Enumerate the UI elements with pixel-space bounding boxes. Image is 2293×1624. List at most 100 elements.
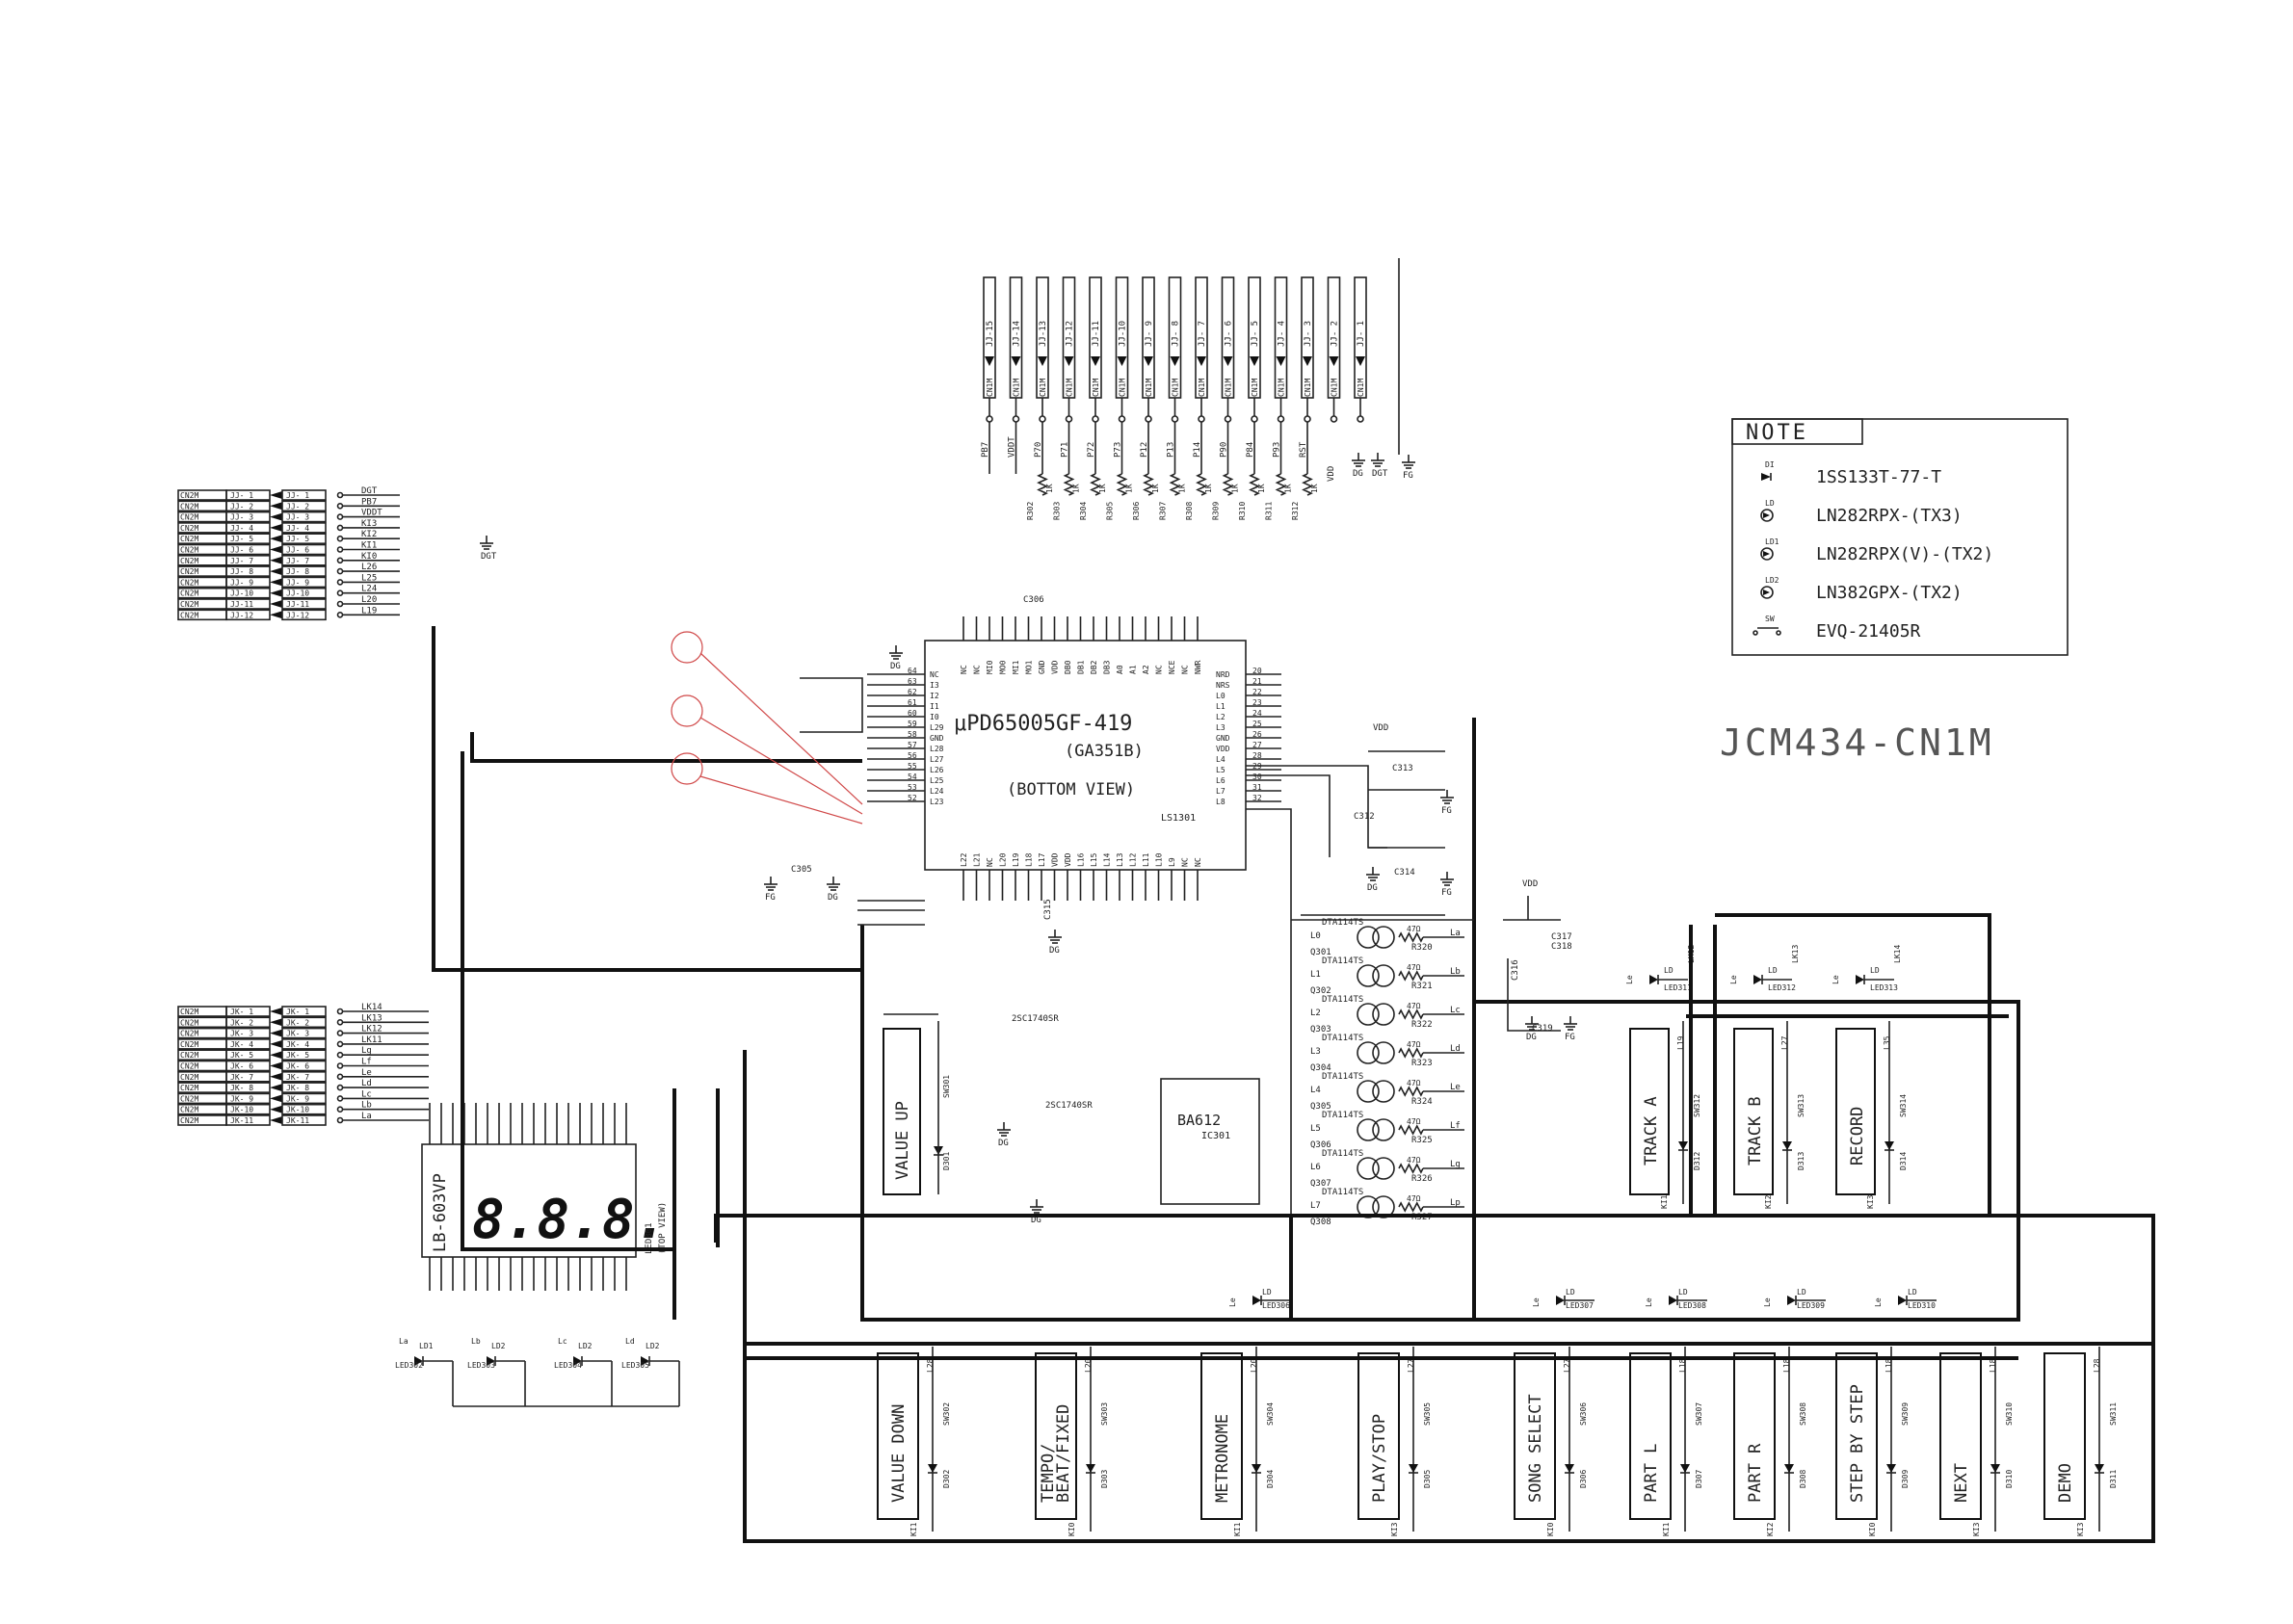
ic-pin-name: NC <box>1181 857 1190 867</box>
ic-pin-number: 30 <box>1252 773 1262 781</box>
cn-pin-label: JK- 8 <box>286 1084 309 1092</box>
ic-pin-number: 63 <box>908 677 917 686</box>
top-signal-label: P72 <box>1087 442 1096 458</box>
connector-prefix: CN2M <box>180 524 198 533</box>
ic-pin-name: L12 <box>1129 852 1138 867</box>
ic-pin-name: NRD <box>1216 670 1230 679</box>
top-pin-label: JJ-10 <box>1119 321 1128 347</box>
main-ic-ref: LS1301 <box>1161 813 1196 824</box>
switch-ref: SW310 <box>2005 1402 2014 1426</box>
ic-pin-name: L29 <box>930 723 944 732</box>
cn-pin-label: JJ- 7 <box>230 557 253 565</box>
bottom-button-label: NEXT <box>1952 1463 1971 1503</box>
resistor-icon <box>1398 1124 1424 1136</box>
ic-pin-name: A1 <box>1129 665 1138 674</box>
ic-pin-number: 22 <box>1252 688 1262 696</box>
led-ref: LED312 <box>1768 983 1796 992</box>
top-signal-label: P73 <box>1114 442 1123 458</box>
led-ref: LED305 <box>621 1361 649 1370</box>
led-display-view: (TOP VIEW) <box>658 1202 668 1254</box>
ic-pin-name: L10 <box>1155 852 1164 867</box>
cn-signal-label: Lb <box>361 1101 372 1111</box>
ki-label: KI3 <box>1972 1522 1981 1536</box>
ic-pin-number: 64 <box>908 667 917 675</box>
ground-label: DGT <box>481 552 497 562</box>
led-label: Le <box>1832 975 1840 984</box>
resistor-value: 1K <box>1257 484 1266 493</box>
led-ref: LED311 <box>1664 983 1692 992</box>
ground-label: FG <box>1441 888 1452 898</box>
switch-ref: SW309 <box>1901 1402 1910 1426</box>
top-pin-label: JJ- 3 <box>1304 321 1313 347</box>
ic-pin-number: 61 <box>908 698 917 707</box>
cn-signal-label: LK11 <box>361 1035 382 1045</box>
transistor-ref: Q307 <box>1310 1179 1331 1189</box>
transistor-input: L0 <box>1310 931 1321 941</box>
transistor-ref: Q303 <box>1310 1025 1331 1035</box>
line-label: L35 <box>1883 1035 1891 1050</box>
bottom-button-label: BEAT/FIXED <box>1054 1404 1073 1503</box>
note-part-number: LN382GPX-(TX2) <box>1816 583 1963 603</box>
cn-pin-label: JJ- 5 <box>286 535 309 543</box>
cn-pin-label: JJ- 1 <box>286 491 309 500</box>
resistor-value: 1K <box>1178 484 1187 493</box>
connector-prefix: CN2M <box>180 578 198 587</box>
note-symbol: LD1 <box>1765 537 1779 546</box>
transistor-array: DTA114TSL0Q30147ΩR320LaDTA114TSL1Q30247Ω… <box>1310 918 1464 1227</box>
resistor-icon <box>1398 1008 1424 1020</box>
diode-icon <box>1086 1464 1095 1473</box>
top-pin-prefix: CN1M <box>1066 379 1074 397</box>
ic-pin-name: L5 <box>1216 766 1226 774</box>
note-heading: NOTE <box>1746 421 1808 445</box>
transistor-type: 2SC1740SR <box>1012 1014 1059 1024</box>
cn-signal-label: VDDT <box>361 509 382 518</box>
ic-pin-name: NC <box>930 670 939 679</box>
ic-pin-name: L7 <box>1216 787 1226 796</box>
resistor-icon <box>1398 1047 1424 1059</box>
ki-label: KI1 <box>1662 1522 1671 1536</box>
diode-ref: D306 <box>1579 1470 1588 1488</box>
ic-pin-name: L17 <box>1038 852 1046 867</box>
led-type: LD1 <box>419 1342 434 1350</box>
ic-pin-number: 31 <box>1252 783 1262 792</box>
transistor-type: 2SC1740SR <box>1045 1101 1093 1111</box>
ic-pin-number: 60 <box>908 709 917 718</box>
ic-pin-number: 32 <box>1252 794 1262 802</box>
connector-prefix: CN2M <box>180 611 198 619</box>
left-leds: LaLED302LD1LbLED303LD2LcLED304LD2LdLED30… <box>395 1337 680 1407</box>
resistor-value: 1K <box>1151 484 1160 493</box>
transistor-type: DTA114TS <box>1322 1072 1363 1082</box>
cn-pin-label: JK- 4 <box>286 1040 309 1049</box>
transistor-ref: Q302 <box>1310 986 1331 996</box>
cn-signal-label: La <box>361 1112 372 1121</box>
led-icon <box>414 1356 423 1366</box>
ic-pin-name: MI1 <box>1012 660 1020 674</box>
cn-signal-label: KI3 <box>361 519 377 529</box>
value-up-label: VALUE UP <box>893 1101 912 1180</box>
bottom-button-label: STEP BY STEP <box>1848 1384 1867 1503</box>
cn-pin-label: JK-10 <box>286 1106 309 1114</box>
cn-pin-label: JK-11 <box>286 1116 309 1125</box>
note-part-number: LN282RPX-(TX3) <box>1816 506 1963 526</box>
cn-signal-label: KI2 <box>361 530 377 539</box>
ic-pin-name: L13 <box>1116 852 1124 867</box>
lk-label: LK14 <box>1893 945 1902 963</box>
cn-pin-label: JK- 7 <box>230 1073 253 1082</box>
ic-pin-number: 54 <box>908 773 917 781</box>
cn-signal-label: KI0 <box>361 552 377 562</box>
ic-pin-name: L9 <box>1168 857 1176 867</box>
top-pin-prefix: CN1M <box>1092 379 1100 397</box>
